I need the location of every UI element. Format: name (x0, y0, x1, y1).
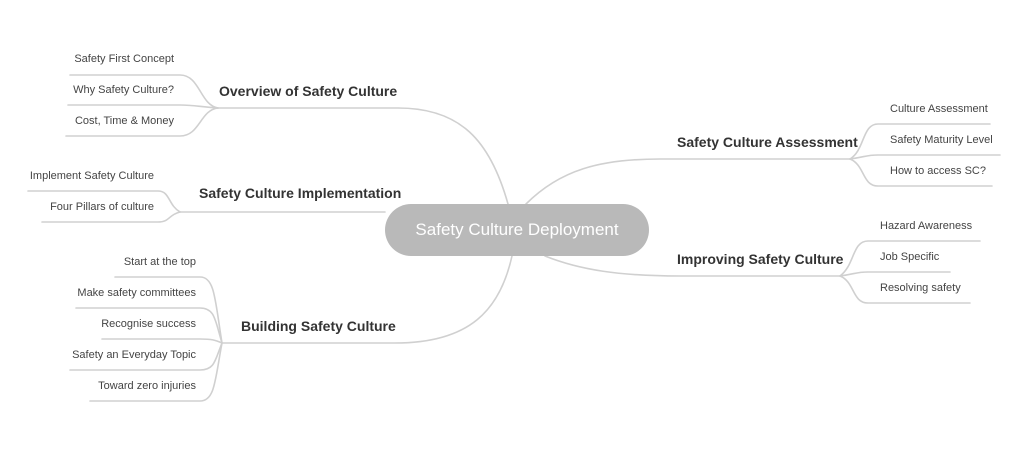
link-root-assessment (525, 158, 851, 205)
leaf-implementation-2[interactable]: Four Pillars of culture (50, 201, 154, 213)
branch-overview[interactable]: Overview of Safety Culture (219, 83, 398, 99)
leaf-implementation-1[interactable]: Implement Safety Culture (29, 170, 154, 182)
link-building-leaf-3 (101, 338, 223, 344)
link-improving-leaf-1 (839, 240, 981, 277)
leaf-building-5[interactable]: Toward zero injuries (98, 380, 196, 392)
branch-implementation[interactable]: Safety Culture Implementation (199, 185, 402, 201)
root-label: Safety Culture Deployment (415, 220, 619, 239)
branch-building[interactable]: Building Safety Culture (241, 318, 396, 334)
leaf-assessment-3[interactable]: How to access SC? (890, 165, 986, 177)
branch-improving[interactable]: Improving Safety Culture (677, 251, 844, 267)
link-building-leaf-2 (75, 307, 223, 344)
link-assessment-leaf-1 (849, 123, 991, 160)
leaf-building-3[interactable]: Recognise success (101, 318, 196, 330)
leaf-improving-1[interactable]: Hazard Awareness (880, 220, 973, 232)
leaf-overview-2[interactable]: Why Safety Culture? (73, 84, 174, 96)
root-node[interactable]: Safety Culture Deployment (385, 204, 649, 256)
link-building-leaf-5 (89, 342, 223, 402)
link-assessment-leaf-2 (849, 154, 1001, 160)
leaf-assessment-1[interactable]: Culture Assessment (890, 103, 988, 115)
link-implementation-leaf-2 (41, 211, 181, 223)
leaf-building-2[interactable]: Make safety committees (77, 287, 196, 299)
link-root-building (221, 255, 513, 344)
link-building-leaf-1 (114, 276, 223, 344)
link-overview-leaf-1 (69, 74, 219, 109)
link-root-overview (217, 107, 509, 205)
link-assessment-leaf-3 (849, 158, 993, 187)
link-overview-leaf-2 (67, 104, 219, 109)
leaf-building-4[interactable]: Safety an Everyday Topic (72, 349, 196, 361)
leaf-building-1[interactable]: Start at the top (123, 256, 196, 268)
link-building-leaf-4 (69, 342, 223, 371)
branch-assessment[interactable]: Safety Culture Assessment (677, 134, 858, 150)
link-implementation-leaf-1 (27, 190, 181, 213)
link-root-improving (544, 255, 841, 277)
link-overview-leaf-3 (65, 107, 219, 137)
leaf-improving-2[interactable]: Job Specific (880, 251, 940, 263)
link-improving-leaf-2 (839, 271, 951, 277)
leaf-overview-1[interactable]: Safety First Concept (74, 53, 174, 65)
link-improving-leaf-3 (839, 275, 971, 304)
leaf-improving-3[interactable]: Resolving safety (880, 282, 961, 294)
leaf-overview-3[interactable]: Cost, Time & Money (74, 115, 174, 127)
leaf-assessment-2[interactable]: Safety Maturity Level (890, 134, 993, 146)
